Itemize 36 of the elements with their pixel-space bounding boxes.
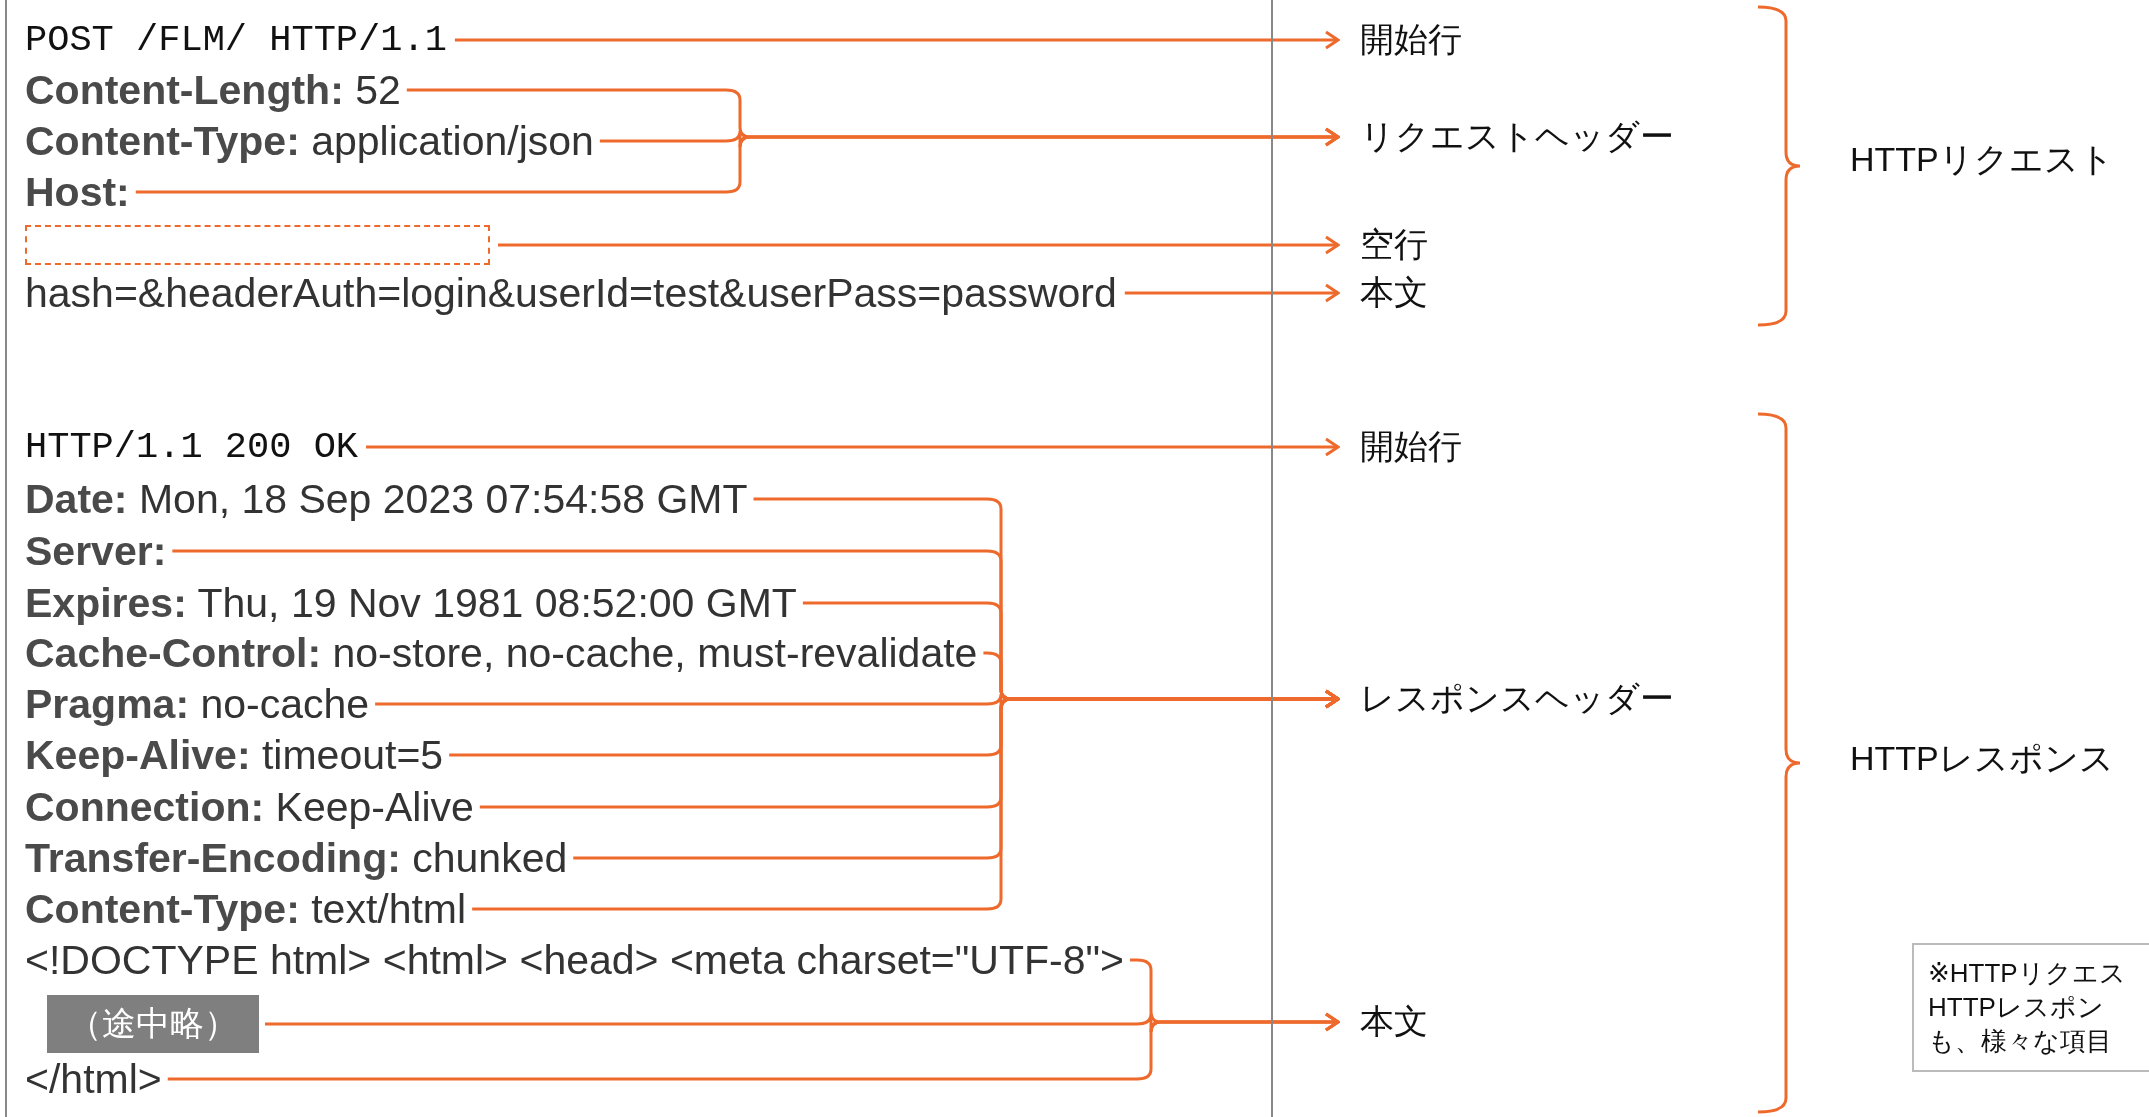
part-label: リクエストヘッダー (1338, 113, 1674, 161)
arrow (135, 127, 1340, 194)
header-line: Server: (25, 527, 167, 575)
part-label: 本文 (1338, 998, 1428, 1046)
part-label: 開始行 (1338, 423, 1462, 471)
message-line: Keep-Alive: timeout=5 (25, 731, 444, 779)
omission-box: （途中略） (47, 995, 259, 1053)
message-line: Pragma: no-cache (25, 680, 370, 728)
message-line: Transfer-Encoding: chunked (25, 834, 568, 882)
code-panel (5, 0, 1273, 1117)
message-line: Content-Length: 52 (25, 66, 401, 114)
message-line: Expires: Thu, 19 Nov 1981 08:52:00 GMT (25, 579, 797, 627)
part-label: レスポンスヘッダー (1338, 675, 1674, 723)
message-line: Cache-Control: no-store, no-cache, must-revalidate (25, 629, 978, 677)
arrow (498, 235, 1340, 255)
start-line: HTTP/1.1 200 OK (25, 423, 359, 471)
note-box: ※HTTPリクエスHTTPレスポンも、様々な項目 (1912, 943, 2149, 1073)
message-line: Content-Type: application/json (25, 117, 594, 165)
arrow (1124, 283, 1340, 303)
message-line: hash=&headerAuth=login&userId=test&userPass=password (25, 269, 1117, 317)
header-line: Host: (25, 168, 130, 216)
section-label: HTTPリクエスト (1850, 139, 2114, 180)
start-line: POST /FLM/ HTTP/1.1 (25, 16, 447, 64)
arrow (472, 689, 1340, 911)
part-label: 本文 (1338, 269, 1428, 317)
arrow (167, 1012, 1340, 1081)
message-line: </html> (25, 1055, 162, 1103)
message-line: Connection: Keep-Alive (25, 783, 474, 831)
arrow (454, 30, 1340, 50)
section-label: HTTPレスポンス (1850, 738, 2114, 779)
part-label: 開始行 (1338, 16, 1462, 64)
arrow (366, 437, 1340, 457)
message-line: Content-Type: text/html (25, 885, 467, 933)
part-label: 空行 (1338, 221, 1428, 269)
message-line: <!DOCTYPE html> <html> <head> <meta charset="UTF-8"> (25, 936, 1124, 984)
message-line: Date: Mon, 18 Sep 2023 07:54:58 GMT (25, 475, 748, 523)
